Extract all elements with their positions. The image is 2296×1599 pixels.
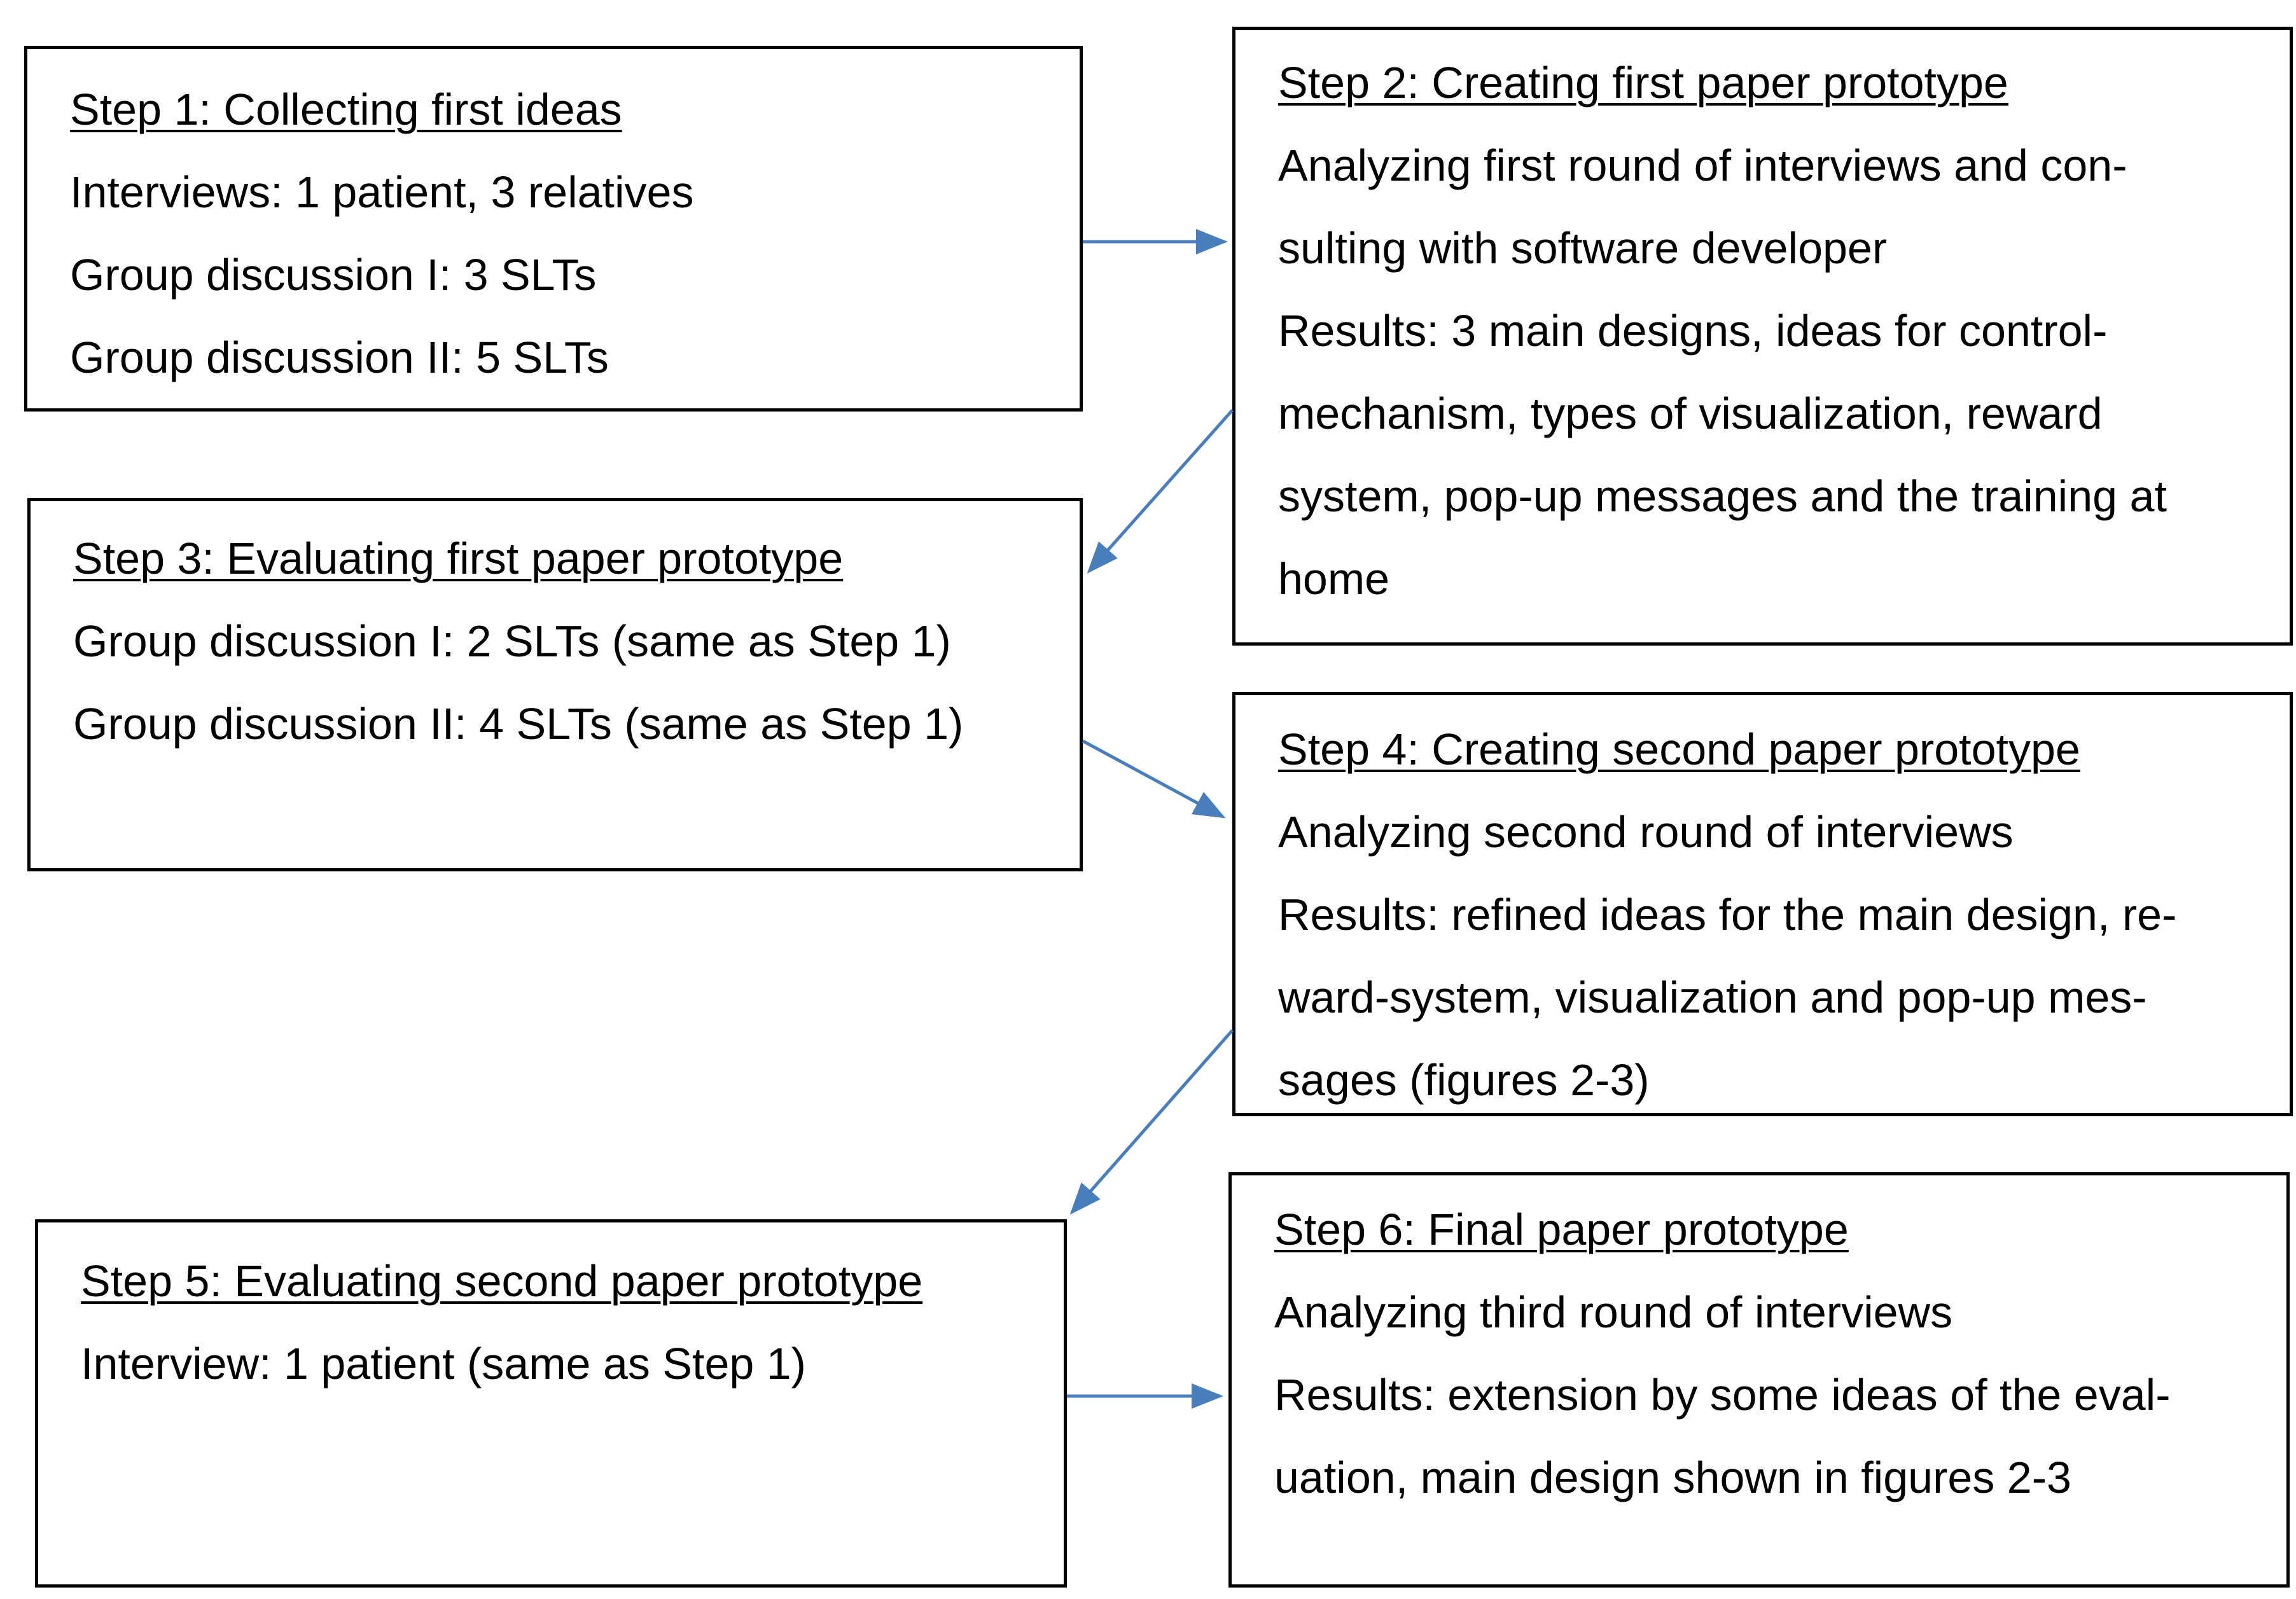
step-2-line-1: Analyzing first round of interviews and … xyxy=(1278,141,2127,190)
arrow-step3-to-step4 xyxy=(1082,739,1226,819)
step-5-title: Step 5: Evaluating second paper prototyp… xyxy=(81,1256,923,1306)
step-2-line-5: system, pop-up messages and the training… xyxy=(1278,471,2167,521)
step-5-line-1: Interview: 1 patient (same as Step 1) xyxy=(81,1339,806,1388)
step-4-box: Step 4: Creating second paper prototype … xyxy=(1232,692,2293,1116)
arrow-step4-to-step5 xyxy=(1069,1029,1234,1215)
step-3-box: Step 3: Evaluating first paper prototype… xyxy=(27,498,1083,871)
step-6-line-1: Analyzing third round of interviews xyxy=(1274,1287,1953,1337)
step-2-line-3: Results: 3 main designs, ideas for contr… xyxy=(1278,306,2108,356)
arrow-step2-to-step3 xyxy=(1087,409,1234,574)
step-1-title: Step 1: Collecting first ideas xyxy=(70,85,622,134)
step-6-title: Step 6: Final paper prototype xyxy=(1274,1205,1849,1254)
step-2-line-4: mechanism, types of visualization, rewar… xyxy=(1278,389,2103,438)
step-2-box: Step 2: Creating first paper prototype A… xyxy=(1232,27,2293,646)
step-6-box: Step 6: Final paper prototype Analyzing … xyxy=(1228,1172,2290,1588)
step-2-title: Step 2: Creating first paper prototype xyxy=(1278,58,2008,107)
step-4-title: Step 4: Creating second paper prototype xyxy=(1278,724,2080,774)
step-4-line-2: Results: refined ideas for the main desi… xyxy=(1278,890,2177,939)
step-5-box: Step 5: Evaluating second paper prototyp… xyxy=(35,1219,1067,1588)
step-4-line-3: ward-system, visualization and pop-up me… xyxy=(1278,973,2147,1022)
step-3-line-1: Group discussion I: 2 SLTs (same as Step… xyxy=(73,616,951,666)
step-3-line-2: Group discussion II: 4 SLTs (same as Ste… xyxy=(73,699,964,749)
step-4-line-1: Analyzing second round of interviews xyxy=(1278,807,2014,857)
step-1-line-2: Group discussion I: 3 SLTs xyxy=(70,250,597,300)
step-6-line-2: Results: extension by some ideas of the … xyxy=(1274,1370,2171,1420)
step-1-line-3: Group discussion II: 5 SLTs xyxy=(70,333,609,382)
step-4-line-4: sages (figures 2-3) xyxy=(1278,1055,1650,1105)
step-2-line-6: home xyxy=(1278,554,1390,604)
step-1-line-1: Interviews: 1 patient, 3 relatives xyxy=(70,167,694,217)
step-1-box: Step 1: Collecting first ideas Interview… xyxy=(24,46,1083,412)
step-2-line-2: sulting with software developer xyxy=(1278,223,1888,273)
step-3-title: Step 3: Evaluating first paper prototype xyxy=(73,534,844,583)
step-6-line-3: uation, main design shown in figures 2-3 xyxy=(1274,1453,2071,1502)
